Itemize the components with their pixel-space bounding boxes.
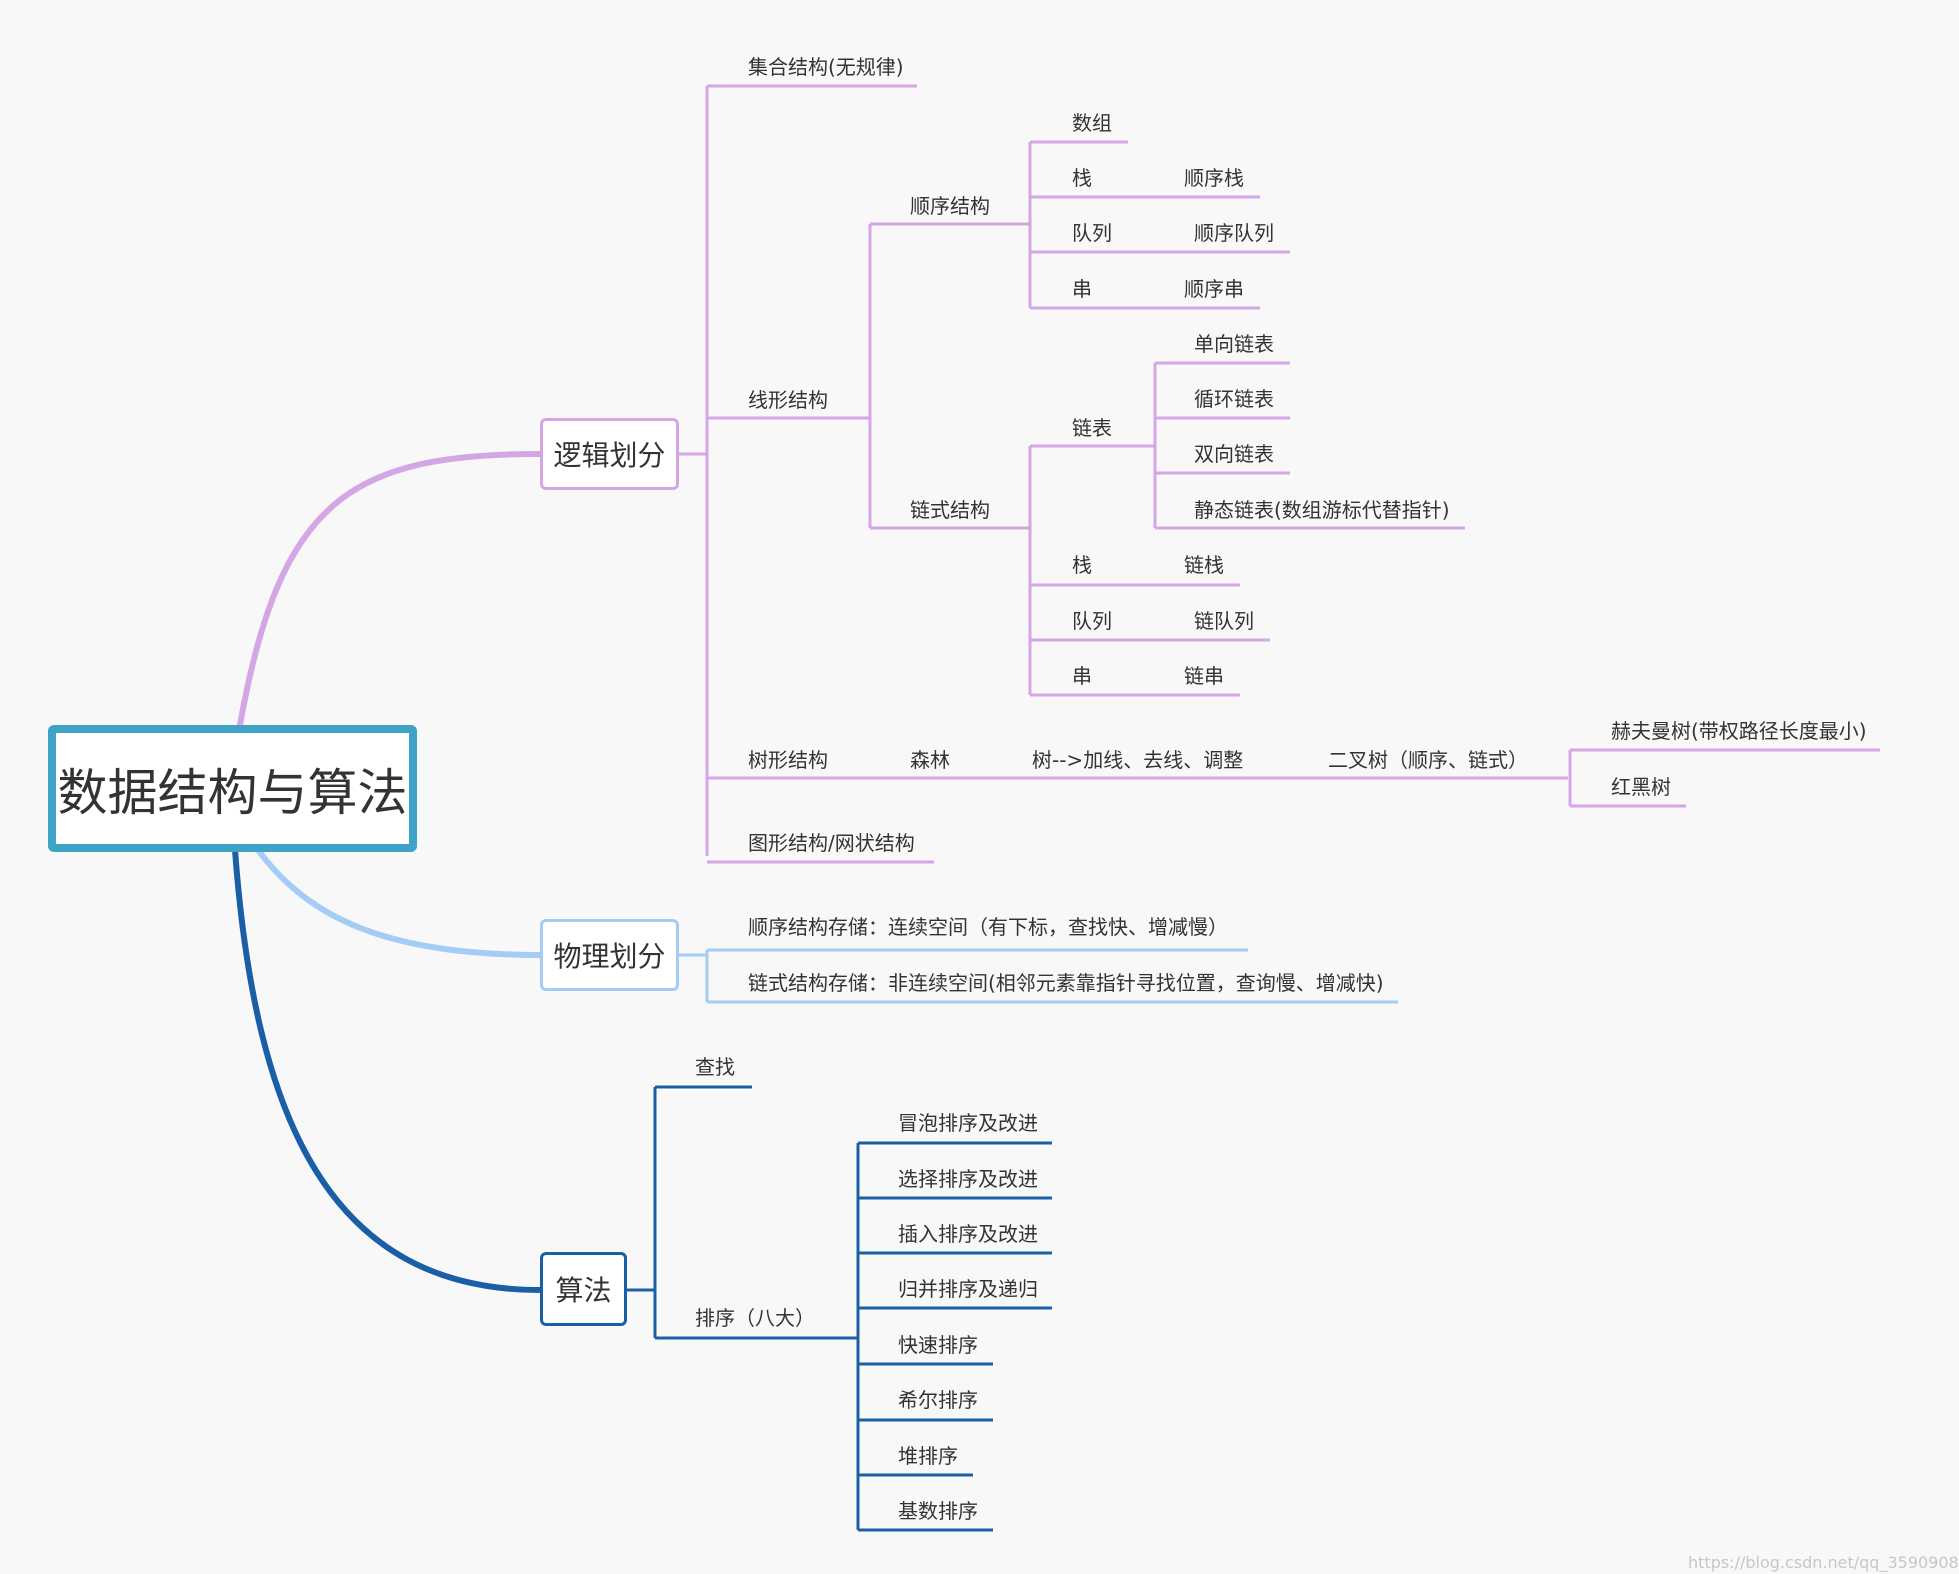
- search-topic[interactable]: 查找: [695, 1055, 735, 1079]
- sort-selection[interactable]: 选择排序及改进: [898, 1167, 1038, 1191]
- red-black-tree-topic[interactable]: 红黑树: [1611, 775, 1671, 799]
- logic-division-label: 逻辑划分: [553, 439, 666, 472]
- topic-sequential-string[interactable]: 顺序串: [1184, 277, 1244, 301]
- topic-linked-stack-parent[interactable]: 栈: [1072, 553, 1092, 577]
- topic-sequential-queue[interactable]: 顺序队列: [1194, 221, 1274, 245]
- sort-shell[interactable]: 希尔排序: [898, 1388, 978, 1412]
- linked-storage-topic[interactable]: 链式结构存储：非连续空间(相邻元素靠指针寻找位置，查询慢、增减快): [748, 971, 1384, 995]
- topic-linked-queue[interactable]: 链队列: [1194, 609, 1254, 633]
- sort-quick[interactable]: 快速排序: [898, 1333, 978, 1357]
- topic-singly-linked-list[interactable]: 单向链表: [1194, 332, 1274, 356]
- topic-circular-linked-list[interactable]: 循环链表: [1194, 387, 1274, 411]
- sort-heap[interactable]: 堆排序: [898, 1444, 958, 1468]
- topic-stack[interactable]: 栈: [1072, 166, 1092, 190]
- graph-structure-topic[interactable]: 图形结构/网状结构: [748, 831, 915, 855]
- topic-sequential-stack[interactable]: 顺序栈: [1184, 166, 1244, 190]
- sequential-storage-topic[interactable]: 顺序结构存储：连续空间（有下标，查找快、增减慢）: [748, 915, 1228, 939]
- tree-structure-topic[interactable]: 树形结构: [748, 748, 828, 772]
- topic-linked-queue-parent[interactable]: 队列: [1072, 609, 1112, 633]
- set-structure-topic[interactable]: 集合结构(无规律): [748, 55, 904, 79]
- algorithm-label: 算法: [555, 1274, 612, 1307]
- sorting-topic[interactable]: 排序（八大）: [695, 1306, 815, 1330]
- root-topic[interactable]: 数据结构与算法: [48, 725, 417, 852]
- topic-array[interactable]: 数组: [1072, 111, 1112, 135]
- topic-static-linked-list[interactable]: 静态链表(数组游标代替指针): [1194, 498, 1450, 522]
- topic-doubly-linked-list[interactable]: 双向链表: [1194, 442, 1274, 466]
- watermark: https://blog.csdn.net/qq_3590908: [1688, 1553, 1959, 1572]
- forest-topic[interactable]: 森林: [910, 748, 950, 772]
- sort-merge[interactable]: 归并排序及递归: [898, 1277, 1038, 1301]
- physical-division-node[interactable]: 物理划分: [540, 919, 679, 991]
- topic-string[interactable]: 串: [1072, 277, 1092, 301]
- topic-linked-stack[interactable]: 链栈: [1184, 553, 1224, 577]
- topic-linked-string-parent[interactable]: 串: [1072, 664, 1092, 688]
- logic-division-node[interactable]: 逻辑划分: [540, 418, 679, 490]
- binary-tree-topic[interactable]: 二叉树（顺序、链式）: [1328, 748, 1528, 772]
- sort-bubble[interactable]: 冒泡排序及改进: [898, 1111, 1038, 1135]
- algorithm-node[interactable]: 算法: [540, 1252, 627, 1326]
- topic-queue[interactable]: 队列: [1072, 221, 1112, 245]
- topic-linked-string[interactable]: 链串: [1184, 664, 1224, 688]
- huffman-tree-topic[interactable]: 赫夫曼树(带权路径长度最小): [1611, 719, 1867, 743]
- physical-division-label: 物理划分: [553, 940, 666, 973]
- tree-conversion-topic[interactable]: 树-->加线、去线、调整: [1032, 748, 1244, 772]
- sort-insertion[interactable]: 插入排序及改进: [898, 1222, 1038, 1246]
- linked-structure-topic[interactable]: 链式结构: [910, 498, 990, 522]
- linear-structure-topic[interactable]: 线形结构: [748, 388, 828, 412]
- sort-radix[interactable]: 基数排序: [898, 1499, 978, 1523]
- root-topic-label: 数据结构与算法: [57, 763, 408, 822]
- sequential-structure-topic[interactable]: 顺序结构: [910, 194, 990, 218]
- linked-list-topic[interactable]: 链表: [1072, 416, 1112, 440]
